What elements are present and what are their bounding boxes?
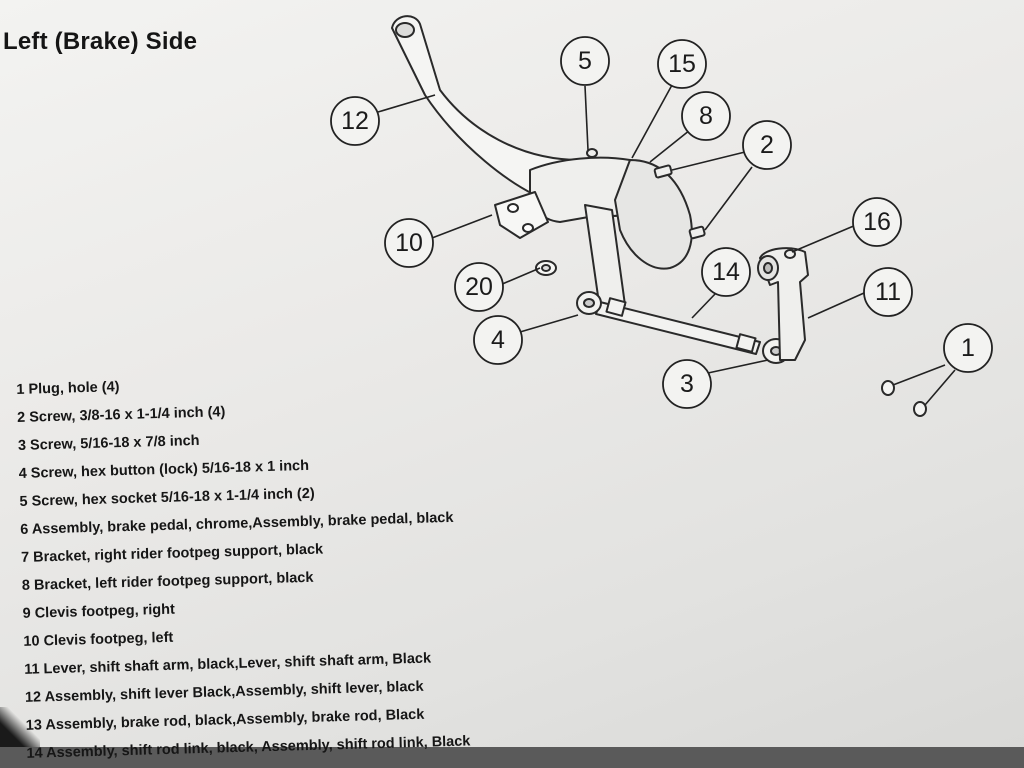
callout-15: 15 <box>657 39 707 89</box>
callout-10: 10 <box>384 218 434 268</box>
parts-list: 1 Plug, hole (4) 2 Screw, 3/8-16 x 1-1/4… <box>16 364 471 768</box>
callout-label: 5 <box>578 47 592 75</box>
callout-label: 2 <box>760 131 774 159</box>
photo-edge-shadow <box>0 707 40 747</box>
callout-16: 16 <box>852 197 902 247</box>
callout-label: 4 <box>491 326 505 354</box>
callout-label: 3 <box>680 370 694 398</box>
callout-label: 15 <box>668 50 696 78</box>
washer-part <box>535 260 557 276</box>
callout-label: 14 <box>712 258 740 286</box>
callout-14: 14 <box>701 247 751 297</box>
callout-label: 16 <box>863 208 891 236</box>
exploded-parts-diagram: 12 5 15 8 2 16 10 14 <box>330 15 993 417</box>
leader-lines <box>377 84 956 406</box>
callout-label: 12 <box>341 107 369 135</box>
callout-20: 20 <box>454 262 504 312</box>
hole-plug-part <box>881 380 927 417</box>
footpeg-bracket-part <box>494 148 706 311</box>
callout-4: 4 <box>473 315 523 365</box>
callout-label: 11 <box>875 278 901 306</box>
callout-label: 20 <box>465 273 493 301</box>
shift-lever-part <box>391 15 601 206</box>
callout-12: 12 <box>330 96 380 146</box>
callout-label: 8 <box>699 102 713 130</box>
callout-label: 1 <box>961 334 975 362</box>
shift-shaft-arm-part <box>757 247 809 361</box>
callout-8: 8 <box>681 91 731 141</box>
callout-1: 1 <box>943 323 993 373</box>
page-title: Left (Brake) Side <box>3 28 198 55</box>
callout-label: 10 <box>395 229 423 257</box>
callout-5: 5 <box>560 36 610 86</box>
callout-2: 2 <box>742 120 792 170</box>
callout-11: 11 <box>863 267 913 317</box>
shift-rod-link-part <box>576 291 790 364</box>
callout-3: 3 <box>662 359 712 409</box>
